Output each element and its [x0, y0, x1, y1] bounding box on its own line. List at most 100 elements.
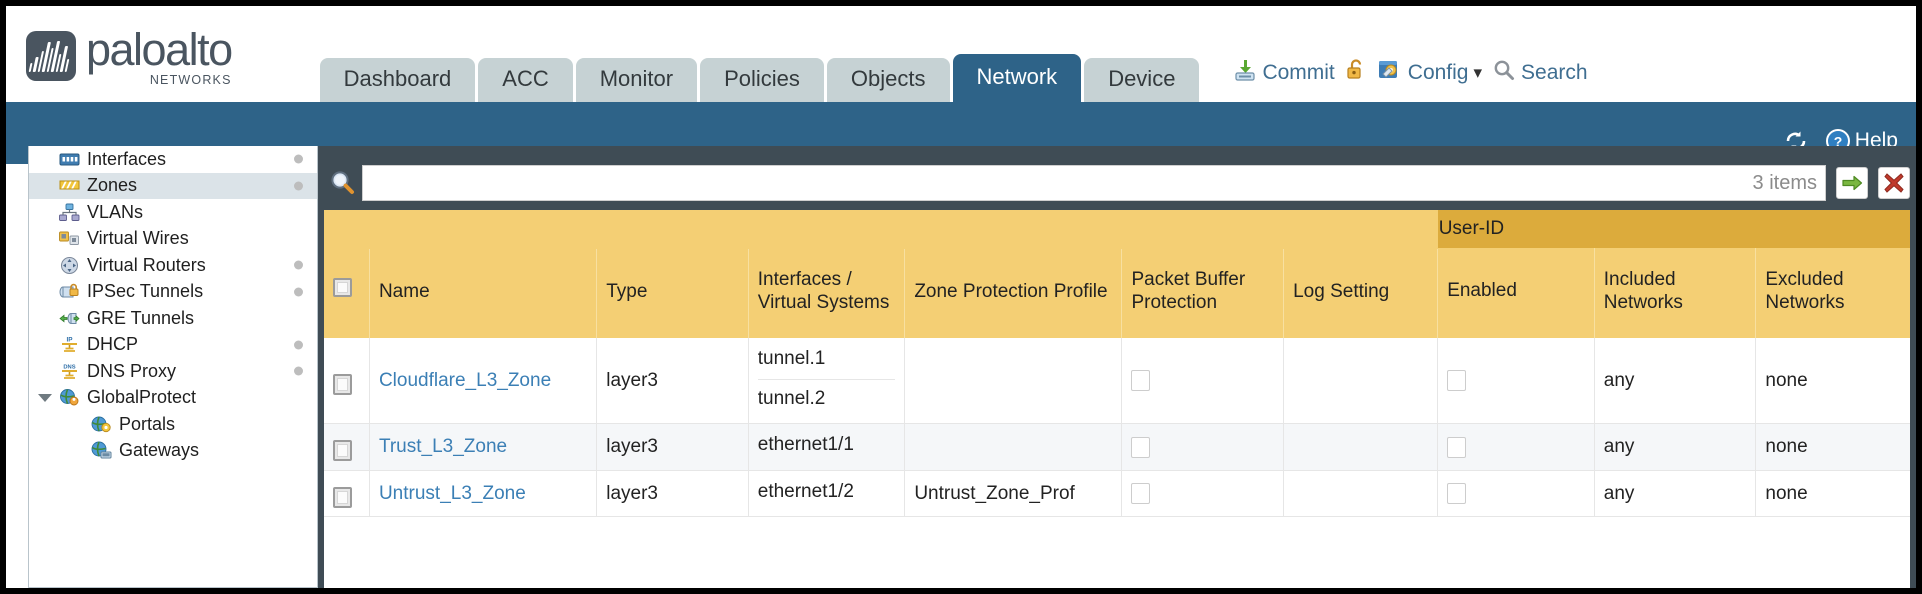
config-menu-button[interactable]: Config ▾: [1377, 58, 1482, 88]
cell-interfaces: ethernet1/2: [748, 470, 906, 518]
select-all-header-cell: [324, 248, 370, 338]
sidebar-item-interfaces[interactable]: Interfaces: [29, 146, 317, 173]
cell-zone-type: layer3: [596, 338, 749, 425]
tab-network[interactable]: Network: [952, 53, 1082, 102]
sidebar-item-label: DNS Proxy: [87, 360, 177, 381]
row-select-checkbox[interactable]: [333, 374, 352, 396]
sidebar-item-vlans[interactable]: VLANs: [29, 199, 317, 226]
cell-packet-buffer-protection: [1121, 470, 1285, 518]
search-button[interactable]: Search: [1492, 58, 1588, 88]
search-input-box[interactable]: 3 items: [362, 165, 1826, 201]
sidebar-item-status-dot: [294, 340, 303, 350]
sidebar-item-globalprotect[interactable]: GlobalProtect: [29, 385, 317, 412]
column-header-included-networks[interactable]: Included Networks: [1594, 248, 1757, 338]
sidebar-item-label: Zones: [87, 175, 138, 196]
commit-label: Commit: [1262, 61, 1335, 84]
packet-buffer-protection-checkbox[interactable]: [1131, 483, 1151, 505]
cell-excluded-networks: none: [1755, 338, 1910, 425]
interfaces-icon: [59, 150, 80, 169]
cell-zone-protection-profile: [904, 423, 1123, 471]
cell-zone-protection-profile: [904, 338, 1123, 425]
paloalto-logo: paloalto NETWORKS: [26, 23, 233, 87]
top-right-actions: Commit: [1233, 58, 1588, 88]
collapse-triangle-icon[interactable]: [38, 393, 52, 402]
sidebar-item-gateways[interactable]: Gateways: [29, 438, 317, 465]
tab-objects[interactable]: Objects: [826, 57, 950, 102]
search-input[interactable]: [371, 167, 1743, 199]
cell-excluded-networks: none: [1755, 470, 1910, 518]
globalprotect-icon: [59, 388, 80, 407]
apply-filter-button[interactable]: [1836, 167, 1868, 199]
userid-enabled-checkbox[interactable]: [1447, 483, 1467, 505]
column-header-excluded-networks[interactable]: Excluded Networks: [1755, 248, 1910, 338]
cell-interfaces: ethernet1/1: [748, 423, 906, 471]
column-header-zone-protection-profile[interactable]: Zone Protection Profile: [904, 248, 1123, 338]
sidebar-item-status-dot: [294, 154, 303, 164]
clear-filter-button[interactable]: [1878, 167, 1910, 199]
row-select-checkbox[interactable]: [333, 440, 352, 462]
zone-name-link[interactable]: Cloudflare_L3_Zone: [378, 369, 552, 391]
dns-proxy-icon: DNS: [59, 362, 80, 381]
row-select-checkbox[interactable]: [333, 486, 352, 508]
column-header-userid-enabled[interactable]: Enabled: [1437, 248, 1595, 338]
sidebar-item-portals[interactable]: Portals: [29, 411, 317, 438]
sidebar-item-status-dot: [294, 181, 303, 191]
ipsec-tunnels-icon: [59, 282, 80, 301]
column-header-interfaces[interactable]: Interfaces / Virtual Systems: [748, 248, 906, 338]
userid-enabled-checkbox[interactable]: [1447, 370, 1467, 392]
column-header-name[interactable]: Name: [369, 248, 598, 338]
packet-buffer-protection-checkbox[interactable]: [1131, 436, 1151, 458]
sidebar-item-gre-tunnels[interactable]: GRE Tunnels: [29, 305, 317, 332]
sidebar-item-label: Virtual Routers: [87, 254, 206, 275]
column-header-log-setting[interactable]: Log Setting: [1283, 248, 1439, 338]
packet-buffer-protection-checkbox[interactable]: [1131, 370, 1151, 392]
portals-icon: [91, 415, 112, 434]
apply-filter-arrow-icon: [1842, 175, 1863, 191]
vlans-icon: [59, 203, 80, 222]
row-select-cell: [324, 470, 370, 518]
tab-acc[interactable]: ACC: [478, 57, 573, 102]
dhcp-icon: IP: [59, 335, 80, 354]
userid-enabled-checkbox[interactable]: [1447, 436, 1467, 458]
sidebar-item-dns-proxy[interactable]: DNS DNS Proxy: [29, 358, 317, 385]
tab-device[interactable]: Device: [1084, 57, 1200, 102]
brand-tagline: NETWORKS: [149, 72, 232, 87]
unlock-button[interactable]: [1345, 58, 1367, 88]
cell-zone-name: Cloudflare_L3_Zone: [369, 338, 598, 425]
svg-text:DNS: DNS: [63, 364, 75, 370]
select-all-checkbox[interactable]: [333, 278, 352, 298]
zone-name-link[interactable]: Untrust_L3_Zone: [378, 482, 526, 504]
sidebar-item-virtual-wires[interactable]: Virtual Wires: [29, 226, 317, 253]
tab-policies[interactable]: Policies: [700, 57, 824, 102]
cell-userid-enabled: [1437, 423, 1595, 471]
sidebar-item-label: GlobalProtect: [87, 387, 197, 408]
sidebar-item-ipsec-tunnels[interactable]: IPSec Tunnels: [29, 279, 317, 306]
sidebar-item-status-dot: [294, 287, 303, 297]
tab-dashboard[interactable]: Dashboard: [319, 57, 476, 102]
column-header-type[interactable]: Type: [596, 248, 749, 338]
zone-name-link[interactable]: Trust_L3_Zone: [378, 436, 508, 458]
zones-table-wrapper: User-ID Name Type Interfaces / Virtual S…: [324, 210, 1910, 588]
interface-entry: ethernet1/2: [757, 480, 854, 502]
sidebar-item-label: Virtual Wires: [87, 228, 189, 249]
tab-monitor[interactable]: Monitor: [575, 57, 698, 102]
search-magnifier-icon[interactable]: [328, 168, 358, 198]
column-header-packet-buffer-protection[interactable]: Packet Buffer Protection: [1121, 248, 1285, 338]
commit-button[interactable]: Commit: [1233, 58, 1335, 88]
config-wrench-icon: [1377, 58, 1403, 88]
cell-included-networks: any: [1594, 423, 1757, 471]
sidebar-item-label: Interfaces: [87, 148, 167, 169]
svg-text:?: ?: [1834, 134, 1843, 150]
zones-icon: [59, 176, 80, 195]
gateways-icon: [91, 441, 112, 460]
commit-icon: [1233, 58, 1257, 88]
sidebar-item-zones[interactable]: Zones: [29, 172, 317, 199]
sidebar-item-virtual-routers[interactable]: Virtual Routers: [29, 252, 317, 279]
brand-name: paloalto: [86, 23, 233, 75]
